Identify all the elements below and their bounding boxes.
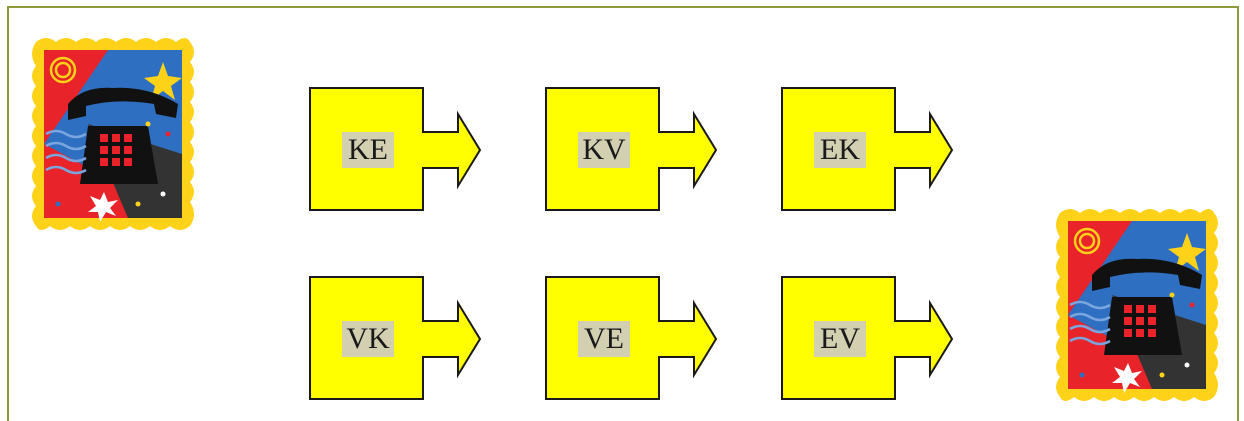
box-arrow-shape bbox=[545, 276, 718, 400]
telephone-stamp-graphic bbox=[1056, 209, 1218, 401]
box-label: EK bbox=[814, 132, 866, 168]
left-telephone-stamp-icon bbox=[28, 34, 198, 234]
sequence-box-ve: VE bbox=[544, 275, 719, 403]
sequence-box-kv: KV bbox=[544, 86, 719, 214]
box-label: VK bbox=[342, 321, 394, 357]
box-label: KV bbox=[578, 132, 630, 168]
sequence-box-ke: KE bbox=[308, 86, 483, 214]
frame-border bbox=[7, 6, 1239, 421]
box-arrow-shape bbox=[781, 87, 954, 211]
sequence-box-vk: VK bbox=[308, 275, 483, 403]
box-arrow-shape bbox=[781, 276, 954, 400]
box-arrow-shape bbox=[309, 276, 482, 400]
box-label: KE bbox=[342, 132, 394, 168]
sequence-box-ek: EK bbox=[780, 86, 955, 214]
box-arrow-shape bbox=[545, 87, 718, 211]
sequence-box-ev: EV bbox=[780, 275, 955, 403]
box-label: EV bbox=[814, 321, 866, 357]
box-arrow-shape bbox=[309, 87, 482, 211]
telephone-stamp-graphic bbox=[32, 38, 194, 230]
box-label: VE bbox=[578, 321, 630, 357]
right-telephone-stamp-icon bbox=[1052, 205, 1222, 405]
